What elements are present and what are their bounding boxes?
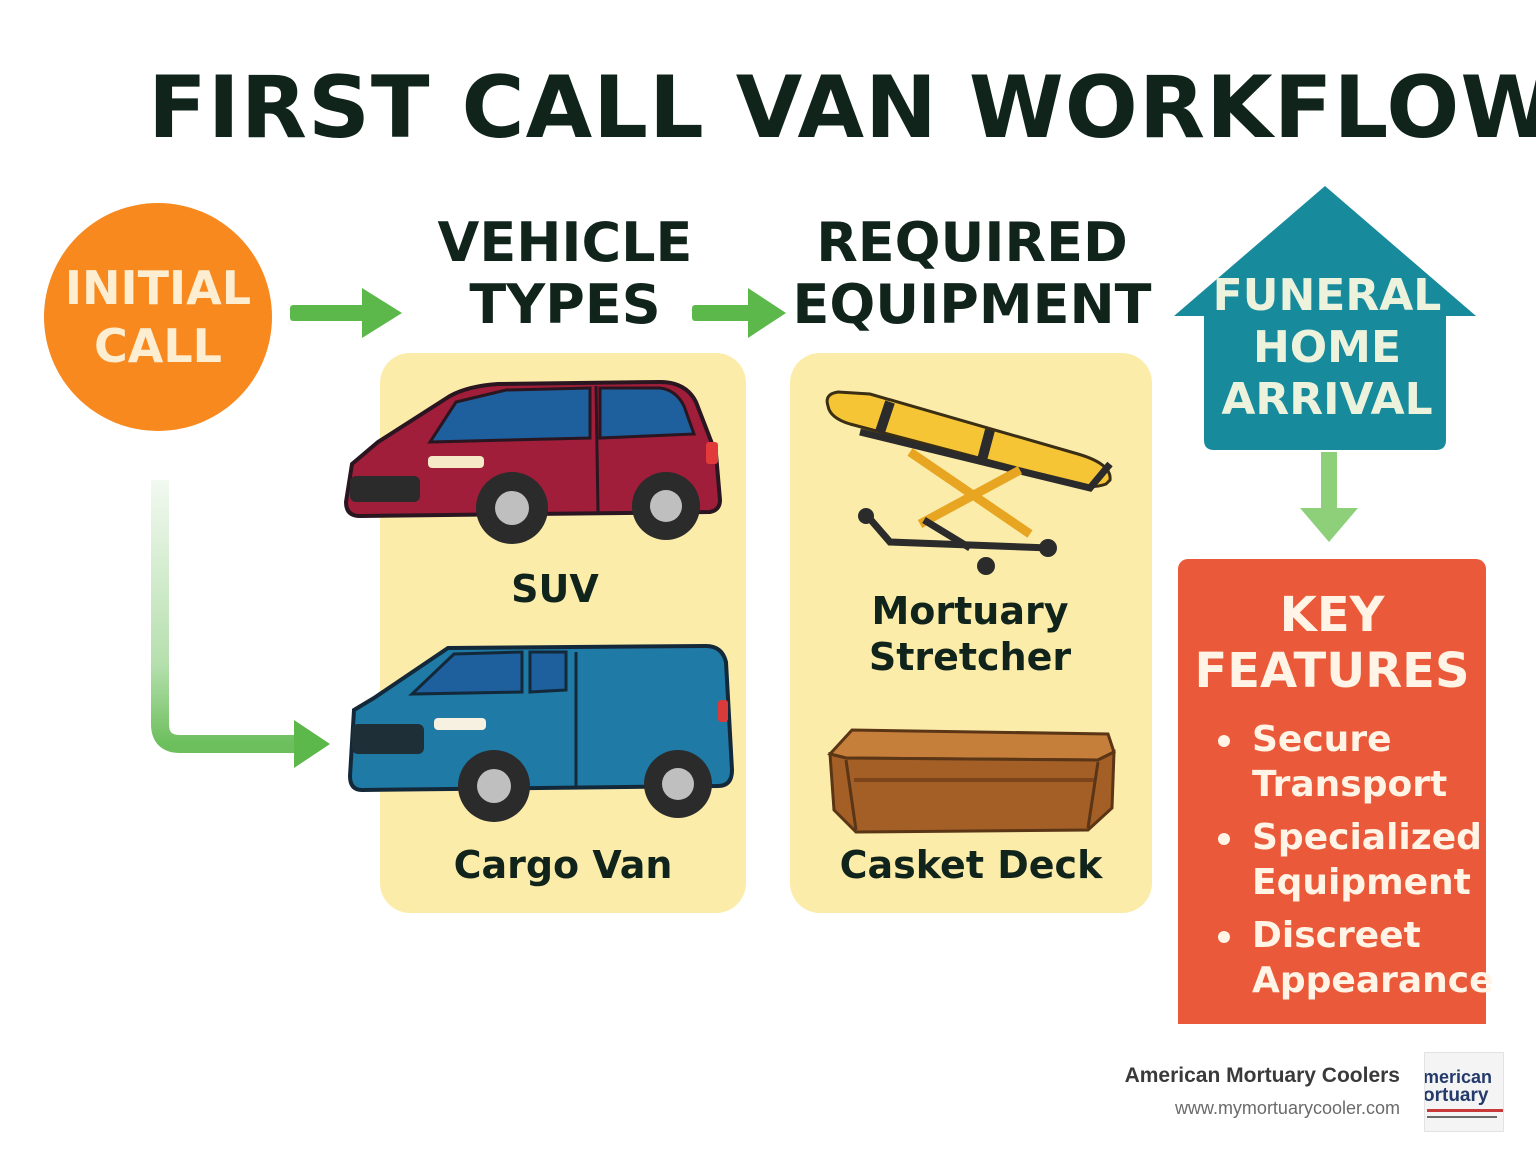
initial-call-label: INITIAL CALL bbox=[64, 261, 252, 373]
equipment-label-stretcher: Mortuary Stretcher bbox=[868, 589, 1072, 679]
vehicle-types-heading: VEHICLE TYPES bbox=[437, 211, 693, 336]
list-item: Specialized Equipment bbox=[1216, 815, 1486, 905]
suv-icon bbox=[343, 379, 723, 544]
cargo-van-icon bbox=[347, 643, 735, 822]
company-logo: merican ortuary bbox=[1424, 1052, 1504, 1132]
vehicle-label-cargo-van: Cargo Van bbox=[453, 843, 673, 887]
list-item: Secure Transport bbox=[1216, 717, 1486, 807]
key-features-box: KEY FEATURES Secure Transport Specialize… bbox=[1178, 559, 1494, 1024]
arrow-to-key-features bbox=[1300, 452, 1358, 542]
page-title: FIRST CALL VAN WORKFLOW bbox=[148, 58, 1536, 158]
casket-deck-icon bbox=[827, 728, 1116, 834]
required-equipment-heading: REQUIRED EQUIPMENT bbox=[792, 211, 1152, 336]
list-item: Discreet Appearance bbox=[1216, 913, 1494, 1003]
arrow-to-required-equipment bbox=[692, 288, 786, 338]
arrow-to-cargo-van bbox=[151, 480, 330, 768]
company-url[interactable]: www.mymortuarycooler.com bbox=[1174, 1098, 1400, 1118]
vehicle-label-suv: SUV bbox=[511, 567, 599, 611]
key-features-title: KEY FEATURES bbox=[1194, 587, 1470, 699]
arrow-to-vehicle-types bbox=[290, 288, 402, 338]
house-icon bbox=[1174, 186, 1476, 450]
key-features-list: Secure Transport Specialized Equipment D… bbox=[1216, 717, 1494, 1011]
bullet-icon bbox=[1218, 735, 1230, 747]
equipment-label-casket-deck: Casket Deck bbox=[839, 843, 1103, 887]
initial-call-node: INITIAL CALL bbox=[44, 203, 272, 431]
bullet-icon bbox=[1218, 931, 1230, 943]
company-name: American Mortuary Coolers bbox=[1124, 1064, 1400, 1087]
funeral-home-arrival-label: FUNERAL HOME ARRIVAL bbox=[1212, 270, 1442, 425]
bullet-icon bbox=[1218, 833, 1230, 845]
stretcher-icon bbox=[825, 390, 1113, 575]
